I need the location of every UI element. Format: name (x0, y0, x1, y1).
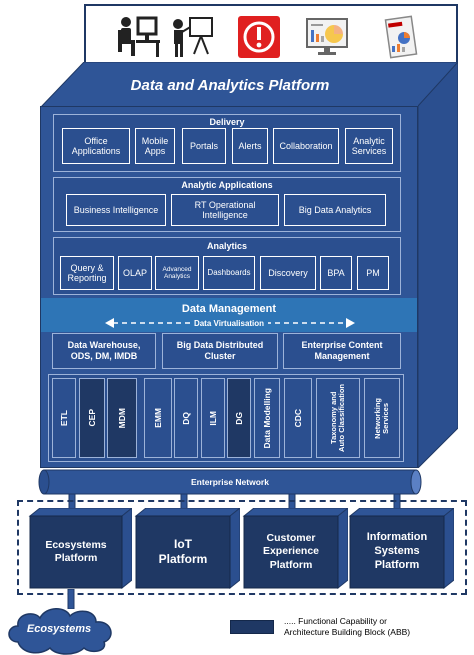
delivery-analytic-services: Analytic Services (345, 128, 393, 164)
delivery-collaboration: Collaboration (273, 128, 339, 164)
cap-taxonomy-label: Taxonomy and Auto Classification (329, 384, 346, 452)
report-document-icon (384, 15, 418, 59)
platform-box-top (40, 62, 458, 108)
presenter-board-icon (173, 17, 213, 57)
external-platforms-frame (17, 500, 467, 595)
analytics-advanced-analytics: Advanced Analytics (155, 256, 199, 290)
analytics-title: Analytics (206, 241, 248, 251)
cap-ilm: ILM (201, 378, 225, 458)
cap-data-modelling: Data Modelling (254, 378, 280, 458)
platform-cube-customer-experience (242, 508, 348, 590)
cap-etl: ETL (52, 378, 76, 458)
analytics-olap: OLAP (118, 256, 152, 290)
cap-cdc: CDC (284, 378, 312, 458)
computer-user-icon (118, 16, 160, 57)
legend-text: ..... Functional Capability or Architect… (284, 616, 411, 638)
cap-mdm-label: MDM (116, 407, 127, 429)
analytics-monitor-icon (306, 18, 348, 55)
cap-networking-services: Networking Services (364, 378, 400, 458)
platform-title: Data and Analytics Platform (130, 76, 330, 94)
ecosystems-label: Ecosystems (26, 623, 92, 635)
cap-mdm: MDM (107, 378, 137, 458)
delivery-title: Delivery (209, 117, 245, 127)
cap-networking-services-label: Networking Services (373, 397, 390, 439)
delivery-portals: Portals (182, 128, 226, 164)
alert-icon (238, 16, 280, 58)
analytics-discovery: Discovery (260, 256, 316, 290)
store-enterprise-content-management: Enterprise Content Management (283, 333, 401, 369)
delivery-office-applications: Office Applications (62, 128, 130, 164)
data-virtualisation-text: Data Virtualisation (189, 318, 269, 328)
legend-swatch (230, 620, 274, 634)
platform-information-systems-label: Information Systems Platform (366, 531, 428, 571)
cap-ilm-label: ILM (207, 410, 218, 426)
enterprise-network-label: Enterprise Network (191, 477, 269, 487)
cap-emm: EMM (144, 378, 172, 458)
cap-dg-label: DG (233, 411, 244, 425)
app-big-data-analytics: Big Data Analytics (284, 194, 386, 226)
delivery-alerts: Alerts (232, 128, 268, 164)
enterprise-network-pipe (38, 469, 422, 495)
analytics-query-reporting: Query & Reporting (60, 256, 114, 290)
platform-cube-information-systems (348, 508, 454, 590)
cap-cep-label: CEP (86, 409, 97, 427)
cap-taxonomy: Taxonomy and Auto Classification (316, 378, 360, 458)
cap-etl-label: ETL (58, 409, 69, 427)
platform-cube-iot (134, 508, 240, 590)
analytics-pm: PM (357, 256, 389, 290)
analytics-bpa: BPA (320, 256, 352, 290)
data-virtualisation-label: Data Virtualisation (41, 317, 417, 329)
cap-dg: DG (227, 378, 251, 458)
analytic-applications-title: Analytic Applications (181, 180, 273, 190)
app-rt-operational-intelligence: RT Operational Intelligence (171, 194, 279, 226)
platform-box-side (418, 62, 458, 468)
cap-cdc-label: CDC (292, 408, 303, 428)
cap-emm-label: EMM (152, 408, 163, 428)
platform-iot-label: IoT Platform (158, 537, 208, 566)
cap-data-modelling-label: Data Modelling (261, 387, 272, 449)
platform-cube-ecosystems (28, 508, 132, 590)
app-business-intelligence: Business Intelligence (66, 194, 166, 226)
ecosystems-connector (67, 589, 75, 609)
delivery-mobile-apps: Mobile Apps (135, 128, 175, 164)
platform-ecosystems-label: Ecosystems Platform (45, 538, 107, 564)
cap-dq: DQ (174, 378, 198, 458)
data-management-title: Data Management (181, 303, 277, 315)
cap-cep: CEP (79, 378, 105, 458)
store-data-warehouse: Data Warehouse, ODS, DM, IMDB (52, 333, 156, 369)
icon-strip (84, 4, 458, 64)
analytics-dashboards: Dashboards (203, 256, 255, 290)
store-big-data-cluster: Big Data Distributed Cluster (162, 333, 278, 369)
platform-customer-experience-label: Customer Experience Platform (262, 532, 320, 571)
ecosystems-cloud (8, 608, 112, 655)
cap-dq-label: DQ (180, 411, 191, 425)
